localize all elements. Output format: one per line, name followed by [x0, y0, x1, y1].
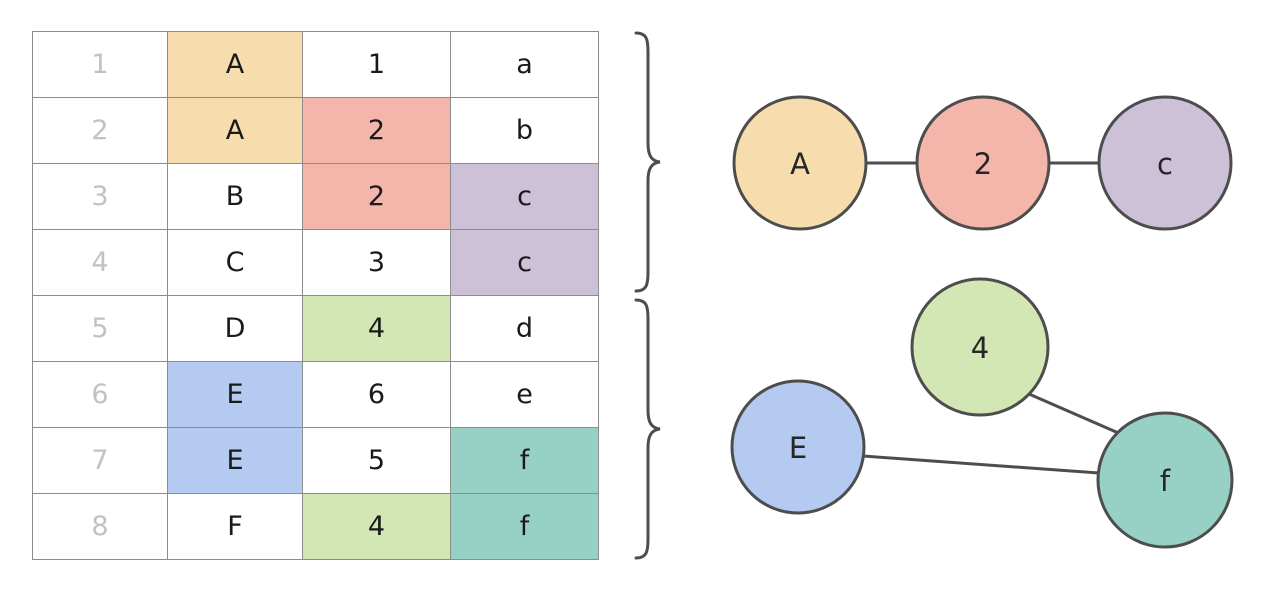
- table-row: 8 F 4 f: [32, 493, 599, 560]
- row-index-cell: 4: [32, 229, 168, 296]
- cluster-2-edges: [862, 392, 1124, 475]
- letter-cell: f: [450, 427, 599, 494]
- brace-upper-icon: [634, 31, 661, 293]
- node-c-circle[interactable]: [1097, 95, 1233, 231]
- number-cell: 2: [302, 163, 451, 230]
- node-f-circle[interactable]: [1096, 411, 1234, 549]
- number-cell: 3: [302, 229, 451, 296]
- row-index-cell: 6: [32, 361, 168, 428]
- brace-group-1: [634, 31, 661, 293]
- brace-group-2: [634, 298, 661, 560]
- key-cell: D: [167, 295, 303, 362]
- letter-cell: c: [450, 163, 599, 230]
- table-row: 4 C 3 c: [32, 229, 599, 296]
- node-E[interactable]: E: [730, 379, 866, 515]
- node-2-circle[interactable]: [915, 95, 1051, 231]
- node-E-circle[interactable]: [730, 379, 866, 515]
- number-cell: 4: [302, 493, 451, 560]
- node-c-label: c: [1157, 147, 1173, 181]
- table-row: 2 A 2 b: [32, 97, 599, 164]
- number-cell: 5: [302, 427, 451, 494]
- edge-4-f: [1028, 392, 1124, 437]
- letter-cell: d: [450, 295, 599, 362]
- node-f-label: f: [1160, 464, 1171, 498]
- row-index-cell: 8: [32, 493, 168, 560]
- node-2[interactable]: 2: [915, 95, 1051, 231]
- node-E-label: E: [789, 431, 807, 465]
- letter-cell: a: [450, 31, 599, 98]
- key-cell: B: [167, 163, 303, 230]
- brace-lower-icon: [634, 298, 661, 560]
- node-4-circle[interactable]: [910, 277, 1050, 417]
- node-4-label: 4: [971, 331, 989, 365]
- node-A-circle[interactable]: [732, 95, 868, 231]
- row-index-cell: 3: [32, 163, 168, 230]
- row-index-cell: 5: [32, 295, 168, 362]
- table-row: 5 D 4 d: [32, 295, 599, 362]
- row-index-cell: 1: [32, 31, 168, 98]
- node-4[interactable]: 4: [910, 277, 1050, 417]
- table-row: 7 E 5 f: [32, 427, 599, 494]
- number-cell: 1: [302, 31, 451, 98]
- table-body: 1 A 1 a 2 A 2 b 3 B 2 c 4 C 3 c: [32, 31, 599, 560]
- number-cell: 6: [302, 361, 451, 428]
- key-cell: E: [167, 427, 303, 494]
- node-A-label: A: [790, 147, 810, 181]
- data-table: 1 A 1 a 2 A 2 b 3 B 2 c 4 C 3 c: [32, 31, 599, 560]
- table-row: 6 E 6 e: [32, 361, 599, 428]
- letter-cell: c: [450, 229, 599, 296]
- node-f[interactable]: f: [1096, 411, 1234, 549]
- node-2-label: 2: [974, 147, 992, 181]
- letter-cell: f: [450, 493, 599, 560]
- node-c[interactable]: c: [1097, 95, 1233, 231]
- edge-E-f: [862, 454, 1100, 475]
- table-row: 1 A 1 a: [32, 31, 599, 98]
- key-cell: C: [167, 229, 303, 296]
- key-cell: E: [167, 361, 303, 428]
- letter-cell: e: [450, 361, 599, 428]
- key-cell: A: [167, 31, 303, 98]
- letter-cell: b: [450, 97, 599, 164]
- number-cell: 2: [302, 97, 451, 164]
- key-cell: F: [167, 493, 303, 560]
- node-A[interactable]: A: [732, 95, 868, 231]
- key-cell: A: [167, 97, 303, 164]
- table-row: 3 B 2 c: [32, 163, 599, 230]
- number-cell: 4: [302, 295, 451, 362]
- row-index-cell: 7: [32, 427, 168, 494]
- row-index-cell: 2: [32, 97, 168, 164]
